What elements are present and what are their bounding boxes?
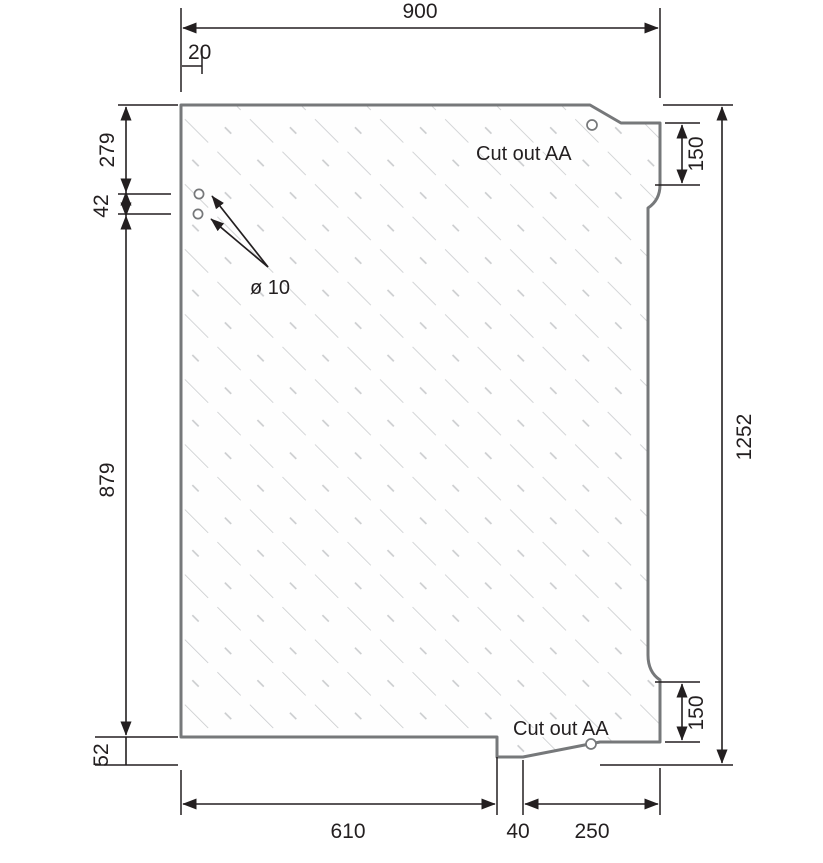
dim-label-1252: 1252 bbox=[733, 414, 756, 461]
dim-label-610: 610 bbox=[330, 820, 365, 843]
dimension-bottom-chain: 610 40 250 bbox=[180, 757, 661, 843]
panel-body bbox=[179, 103, 662, 759]
dimension-overall-width: 900 bbox=[180, 0, 661, 98]
hole-group bbox=[192, 119, 598, 750]
dim-label-879: 879 bbox=[96, 462, 119, 497]
label-hole-diameter: ø 10 bbox=[250, 277, 290, 299]
dim-label-250: 250 bbox=[574, 820, 609, 843]
hole-cutout-top-icon bbox=[586, 119, 598, 131]
leader-hole-diameter: ø 10 bbox=[210, 195, 290, 299]
dimension-notch-top: 150 bbox=[655, 122, 708, 186]
dimension-notch-bottom: 150 bbox=[655, 681, 708, 743]
dim-label-20: 20 bbox=[188, 41, 211, 64]
panel-outline bbox=[179, 103, 662, 759]
hole-cutout-bottom-icon bbox=[585, 738, 597, 750]
dim-label-900: 900 bbox=[402, 0, 437, 23]
hole-upper-left-1-icon bbox=[193, 188, 205, 200]
dim-label-52: 52 bbox=[90, 743, 113, 766]
dim-label-42: 42 bbox=[90, 194, 113, 217]
dimension-top-left-offset: 20 bbox=[182, 41, 211, 74]
dim-label-150-bottom: 150 bbox=[685, 695, 708, 730]
dimension-bottom-left-offset: 52 bbox=[90, 737, 178, 767]
leader-line-hole-2 bbox=[210, 218, 269, 268]
dim-label-279: 279 bbox=[96, 132, 119, 167]
label-cutout-bottom: Cut out AA bbox=[513, 718, 609, 740]
dim-label-40: 40 bbox=[506, 820, 529, 843]
hole-upper-left-2-icon bbox=[192, 208, 204, 220]
dim-label-150-top: 150 bbox=[685, 136, 708, 171]
label-cutout-top: Cut out AA bbox=[476, 143, 572, 165]
dimension-left-stack: 279 42 879 bbox=[90, 104, 178, 738]
leader-line-hole-1 bbox=[211, 195, 269, 268]
panel-hatch bbox=[181, 105, 660, 757]
dimension-overall-height: 1252 bbox=[600, 104, 756, 766]
